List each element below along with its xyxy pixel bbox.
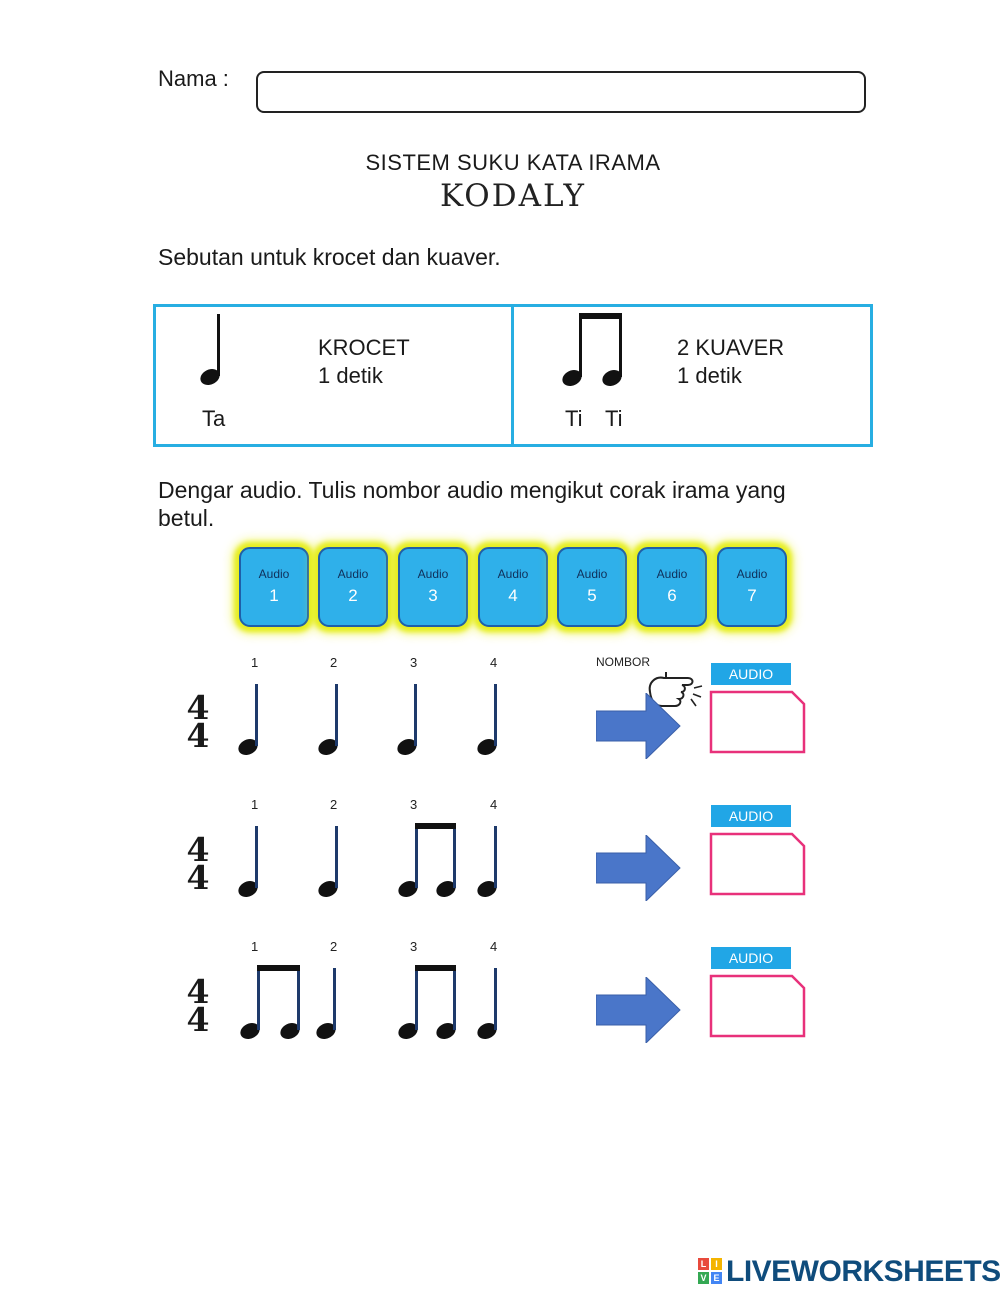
quaver-pair-icon — [398, 965, 456, 1040]
kuaver-syllable-2: Ti — [605, 406, 623, 431]
quaver-pair-icon — [398, 823, 456, 898]
audio-button-label: Audio — [337, 567, 369, 581]
rhythm-pattern-1 — [238, 684, 497, 756]
time-signature: 4 4 — [183, 830, 213, 897]
audio-button-number: 1 — [269, 586, 279, 605]
crotchet-note-icon — [316, 968, 336, 1040]
beat-number: 3 — [410, 939, 418, 954]
audio-button-3[interactable]: Audio 3 — [398, 547, 468, 627]
name-input[interactable] — [256, 71, 866, 113]
beat-number: 1 — [251, 655, 259, 670]
time-signature: 4 4 — [183, 688, 213, 755]
logo-letter-e: E — [711, 1272, 722, 1284]
audio-button-number: 5 — [587, 586, 597, 605]
audio-button-number: 6 — [667, 586, 677, 605]
beat-number: 3 — [410, 797, 418, 812]
time-signature-top: 4 — [186, 830, 210, 869]
crotchet-note-icon — [477, 968, 497, 1040]
audio-button-number: 3 — [428, 586, 438, 605]
beat-number: 2 — [330, 655, 338, 670]
crotchet-note-icon — [238, 826, 258, 898]
audio-tag: AUDIO — [711, 947, 791, 969]
title-line2: KODALY — [439, 178, 587, 214]
rhythm-pattern-2 — [238, 823, 497, 898]
rhythm-pattern-3 — [240, 965, 497, 1040]
right-arrow-icon — [596, 835, 681, 901]
logo-letter-i: I — [711, 1258, 722, 1270]
quaver-pair-icon — [562, 313, 622, 387]
answer-input-1[interactable] — [715, 697, 799, 749]
audio-button-5[interactable]: Audio 5 — [557, 547, 627, 627]
beat-number: 2 — [330, 939, 338, 954]
title-line1: SISTEM SUKU KATA IRAMA — [365, 150, 661, 175]
right-arrow-icon — [596, 977, 681, 1043]
audio-tag: AUDIO — [711, 663, 791, 685]
audio-button-number: 7 — [747, 586, 757, 605]
audio-button-7[interactable]: Audio 7 — [717, 547, 787, 627]
quaver-pair-icon — [240, 965, 300, 1040]
kuaver-title: 2 KUAVER — [677, 335, 785, 360]
beat-number: 4 — [490, 655, 498, 670]
time-signature-bottom: 4 — [186, 1000, 210, 1039]
audio-button-number: 4 — [508, 586, 518, 605]
audio-button-label: Audio — [736, 567, 768, 581]
crotchet-note-icon — [318, 826, 338, 898]
liveworksheets-logo-icon: L I V E — [698, 1258, 722, 1284]
answer-input-3[interactable] — [715, 981, 799, 1033]
beat-number: 4 — [490, 939, 498, 954]
audio-button-label: Audio — [497, 567, 529, 581]
beat-number: 2 — [330, 797, 338, 812]
time-signature-bottom: 4 — [186, 858, 210, 897]
answer-input-2[interactable] — [715, 839, 799, 891]
crotchet-note-icon — [477, 826, 497, 898]
kuaver-syllable-1: Ti — [565, 406, 583, 431]
name-label: Nama : — [158, 66, 229, 91]
beat-number: 1 — [251, 939, 259, 954]
time-signature-bottom: 4 — [186, 716, 210, 755]
intro-text: Sebutan untuk krocet dan kuaver. — [158, 244, 501, 270]
nombor-label: NOMBOR — [596, 655, 650, 669]
beat-number: 3 — [410, 655, 418, 670]
time-signature: 4 4 — [183, 972, 213, 1039]
time-signature-top: 4 — [186, 688, 210, 727]
logo-letter-v: V — [698, 1272, 709, 1284]
audio-tag: AUDIO — [711, 805, 791, 827]
crotchet-note-icon — [238, 684, 258, 756]
instruction-text: Dengar audio. Tulis nombor audio mengiku… — [158, 477, 786, 531]
audio-button-2[interactable]: Audio 2 — [318, 547, 388, 627]
logo-letter-l: L — [698, 1258, 709, 1270]
info-table-divider — [511, 304, 514, 447]
beat-number: 4 — [490, 797, 498, 812]
audio-button-number: 2 — [348, 586, 358, 605]
krocet-title: KROCET — [318, 335, 410, 360]
beat-number: 1 — [251, 797, 259, 812]
crotchet-note-icon — [397, 684, 417, 756]
audio-button-6[interactable]: Audio 6 — [637, 547, 707, 627]
audio-button-label: Audio — [656, 567, 688, 581]
audio-button-label: Audio — [576, 567, 608, 581]
crotchet-note-icon — [477, 684, 497, 756]
liveworksheets-logo-text[interactable]: LIVEWORKSHEETS — [726, 1255, 1000, 1288]
right-arrow-icon — [596, 693, 681, 759]
audio-button-label: Audio — [258, 567, 290, 581]
crotchet-note-icon — [200, 314, 220, 386]
audio-button-4[interactable]: Audio 4 — [478, 547, 548, 627]
pointing-hand-icon — [648, 672, 703, 707]
audio-button-1[interactable]: Audio 1 — [239, 547, 309, 627]
kuaver-duration: 1 detik — [677, 363, 742, 388]
krocet-duration: 1 detik — [318, 363, 383, 388]
crotchet-note-icon — [318, 684, 338, 756]
audio-button-label: Audio — [417, 567, 449, 581]
time-signature-top: 4 — [186, 972, 210, 1011]
krocet-syllable: Ta — [202, 406, 226, 431]
